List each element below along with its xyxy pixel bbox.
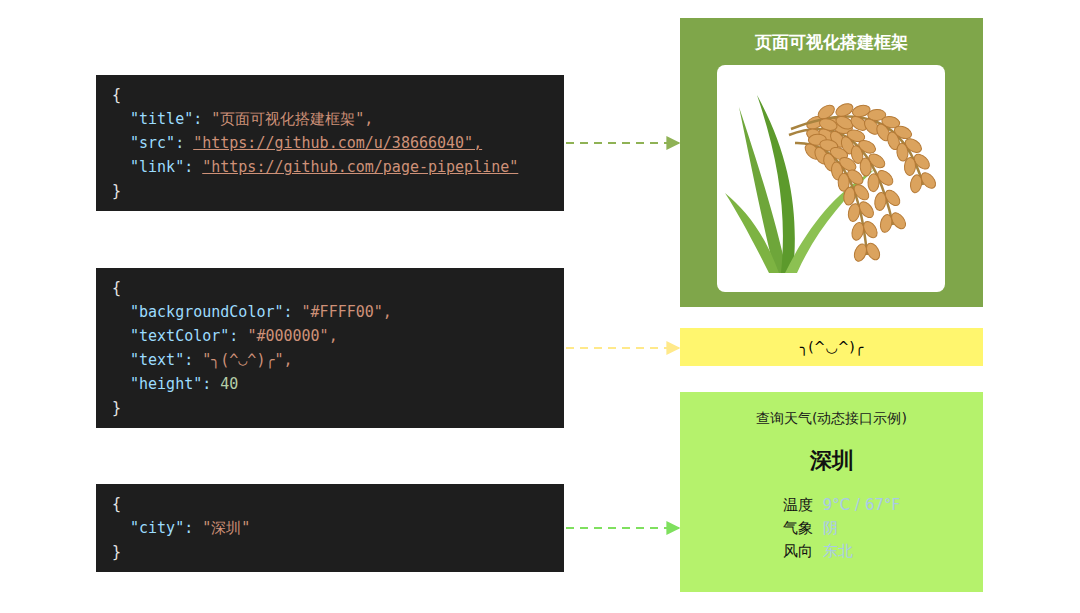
code-line: "height": 40 bbox=[112, 372, 548, 396]
rice-illustration bbox=[717, 65, 945, 292]
dashed-arrow bbox=[566, 527, 679, 529]
json-key: "title": bbox=[130, 107, 202, 131]
brace: { bbox=[112, 276, 121, 300]
brace: } bbox=[112, 396, 121, 420]
json-value: "#000000", bbox=[247, 324, 337, 348]
rice-grain bbox=[909, 174, 923, 194]
json-value: 40 bbox=[220, 372, 238, 396]
brace: } bbox=[112, 540, 121, 564]
image-card-panel: 页面可视化搭建框架 bbox=[680, 18, 983, 307]
field-value: 东北 bbox=[823, 542, 900, 561]
image-card bbox=[717, 65, 945, 292]
json-key: "backgroundColor": bbox=[130, 300, 293, 324]
code-line: } bbox=[112, 179, 548, 203]
json-value: "深圳" bbox=[202, 516, 250, 540]
rice-grain bbox=[843, 187, 856, 206]
code-line: { bbox=[112, 83, 548, 107]
code-line: "link": "https://github.com/page-pipeplin… bbox=[112, 155, 548, 179]
rice-grain bbox=[904, 157, 916, 176]
code-line: "backgroundColor": "#FFFF00", bbox=[112, 300, 548, 324]
rice-plant bbox=[725, 95, 938, 273]
dashed-arrow bbox=[566, 347, 679, 349]
field-value: 阴 bbox=[823, 519, 900, 538]
field-label: 气象 bbox=[783, 519, 813, 538]
brace: } bbox=[112, 179, 121, 203]
json-value: "https://github.com/u/38666040", bbox=[193, 131, 482, 155]
code-line: { bbox=[112, 492, 548, 516]
json-key: "city": bbox=[130, 516, 193, 540]
code-line: "text": "╮(^◡^)╭", bbox=[112, 348, 548, 372]
rice-grain bbox=[847, 203, 862, 223]
field-label: 温度 bbox=[783, 496, 813, 515]
json-key: "link": bbox=[130, 155, 193, 179]
json-code-block: { "title": "页面可视化搭建框架", "src": "https://gith… bbox=[96, 75, 564, 211]
json-value: "页面可视化搭建框架", bbox=[211, 107, 373, 131]
code-line: } bbox=[112, 540, 548, 564]
rice-grain bbox=[860, 158, 872, 177]
field-label: 风向 bbox=[783, 542, 813, 561]
code-line: "city": "深圳" bbox=[112, 516, 548, 540]
rice-grain bbox=[874, 192, 888, 211]
json-value: "https://github.com/page-pipepline" bbox=[202, 155, 518, 179]
json-code-block: {"backgroundColor":"#FFFF00","textColor"… bbox=[96, 268, 564, 428]
code-line: "textColor": "#000000", bbox=[112, 324, 548, 348]
json-key: "src": bbox=[130, 131, 184, 155]
rice-grain bbox=[879, 213, 894, 233]
json-key: "textColor": bbox=[130, 324, 238, 348]
json-code-block: { "city": "深圳"} bbox=[96, 484, 564, 572]
code-line: } bbox=[112, 396, 548, 420]
rice-grain bbox=[834, 101, 855, 119]
code-line: "title": "页面可视化搭建框架", bbox=[112, 107, 548, 131]
json-key: "height": bbox=[130, 372, 211, 396]
band-text: ╮(^◡^)╭ bbox=[800, 339, 863, 355]
panel-title: 页面可视化搭建框架 bbox=[680, 18, 983, 54]
json-value: "#FFFF00", bbox=[302, 300, 392, 324]
json-value: "╮(^◡^)╭", bbox=[202, 348, 292, 372]
panel-title: 查询天气(动态接口示例) bbox=[756, 410, 907, 428]
code-line: "src": "https://github.com/u/38666040", bbox=[112, 131, 548, 155]
leaf bbox=[725, 193, 779, 273]
json-key: "text": bbox=[130, 348, 193, 372]
weather-table: 温度 9°C / 67°F 气象阴风向东北 bbox=[783, 496, 900, 561]
panicle-stem bbox=[795, 143, 867, 255]
text-band: ╮(^◡^)╭ bbox=[680, 328, 983, 366]
field-value: 9°C / 67°F bbox=[823, 496, 900, 515]
brace: { bbox=[112, 83, 121, 107]
code-line: { bbox=[112, 276, 548, 300]
dashed-arrow bbox=[566, 142, 679, 144]
rice-grain bbox=[850, 221, 866, 241]
rice-grain bbox=[818, 117, 838, 133]
rice-grain bbox=[852, 242, 868, 263]
city-name: 深圳 bbox=[810, 446, 854, 476]
brace: { bbox=[112, 492, 121, 516]
weather-panel: 查询天气(动态接口示例) 深圳温度 9°C / 67°F 气象阴风向东北 bbox=[680, 392, 983, 592]
rice-grain bbox=[868, 173, 880, 192]
